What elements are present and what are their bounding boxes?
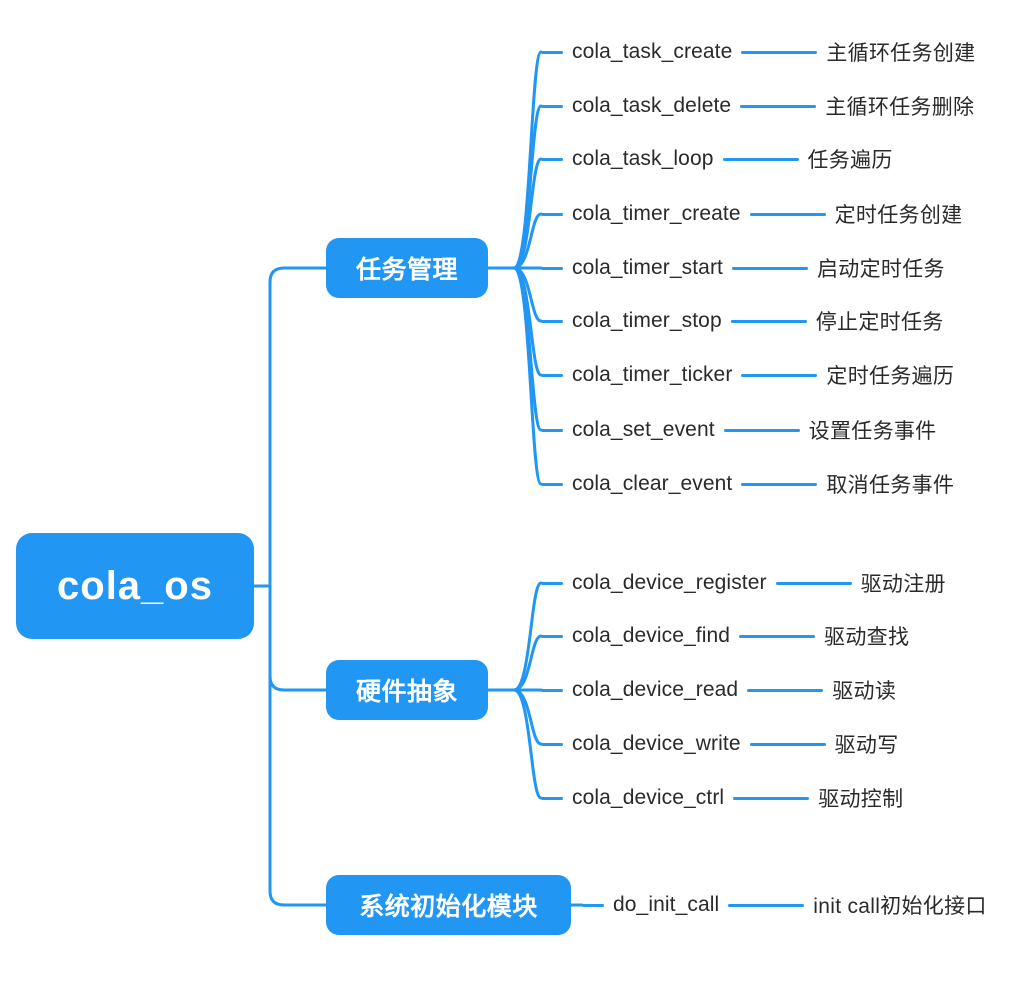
leaf-description-dash xyxy=(740,104,817,108)
leaf-connector-dash xyxy=(541,634,563,638)
leaf-api-label: cola_device_register xyxy=(572,571,767,594)
leaf-api-label: cola_device_write xyxy=(572,732,741,755)
leaf-description-label: 设置任务事件 xyxy=(808,420,937,443)
leaf-description-dash xyxy=(749,212,826,216)
leaf-row[interactable]: cola_task_loop 任务遍历 xyxy=(541,142,893,176)
leaf-description-label: 主循环任务删除 xyxy=(825,96,975,119)
branch-node-system-init-module[interactable]: 系统初始化模块 xyxy=(326,875,571,935)
leaf-connector-hardware-abstraction-1 xyxy=(512,634,543,692)
leaf-row[interactable]: cola_device_find 驱动查找 xyxy=(541,619,909,653)
leaf-description-dash xyxy=(747,688,824,692)
leaf-description-dash xyxy=(741,373,818,377)
leaf-api-label: cola_device_ctrl xyxy=(572,786,725,809)
branch-stem-task-management xyxy=(268,266,328,284)
leaf-description-label: 驱动查找 xyxy=(824,626,910,649)
leaf-api-label: cola_task_create xyxy=(572,40,733,63)
leaf-row[interactable]: cola_device_ctrl 驱动控制 xyxy=(541,781,903,815)
branch-node-label: 任务管理 xyxy=(355,256,458,284)
leaf-row[interactable]: cola_timer_create 定时任务创建 xyxy=(541,197,962,231)
leaf-api-label: cola_timer_create xyxy=(572,202,741,225)
branch-node-label: 硬件抽象 xyxy=(355,678,458,706)
leaf-description-dash xyxy=(749,742,826,746)
leaf-row[interactable]: cola_timer_start 启动定时任务 xyxy=(541,251,945,285)
leaf-api-label: cola_device_find xyxy=(572,624,731,647)
leaf-connector-task-management-6 xyxy=(512,266,543,377)
leaf-connector-dash xyxy=(541,428,563,432)
leaf-api-label: cola_timer_stop xyxy=(572,309,722,332)
leaf-connector-task-management-8 xyxy=(512,266,543,486)
leaf-description-label: 停止定时任务 xyxy=(815,311,944,334)
branch-stem-hardware-abstraction xyxy=(268,674,328,692)
leaf-description-dash xyxy=(728,903,805,907)
leaf-connector-task-management-5 xyxy=(512,266,543,323)
leaf-row[interactable]: cola_set_event 设置任务事件 xyxy=(541,413,936,447)
leaf-description-label: 定时任务创建 xyxy=(834,204,963,227)
branch-stem-system-init-module xyxy=(268,889,328,907)
leaf-description-dash xyxy=(722,157,799,161)
leaf-connector-hardware-abstraction-4 xyxy=(512,688,543,800)
leaf-description-dash xyxy=(733,796,810,800)
root-node-label: cola_os xyxy=(57,563,213,608)
leaf-description-dash xyxy=(739,634,816,638)
leaf-connector-dash xyxy=(541,157,563,161)
leaf-connector-dash xyxy=(541,104,563,108)
branch-node-hardware-abstraction[interactable]: 硬件抽象 xyxy=(326,660,488,720)
leaf-connector-dash xyxy=(541,796,563,800)
leaf-row[interactable]: cola_task_delete 主循环任务删除 xyxy=(541,89,974,123)
leaf-row[interactable]: cola_timer_stop 停止定时任务 xyxy=(541,304,944,338)
leaf-api-label: cola_set_event xyxy=(572,418,715,441)
leaf-description-label: 任务遍历 xyxy=(807,149,893,172)
leaf-connector-dash xyxy=(541,50,563,54)
leaf-connector-hardware-abstraction-0 xyxy=(512,581,543,692)
leaf-connector-dash xyxy=(541,373,563,377)
leaf-connector-hardware-abstraction-3 xyxy=(512,688,543,746)
leaf-description-dash xyxy=(730,319,807,323)
leaf-description-label: 驱动注册 xyxy=(860,573,946,596)
leaf-description-label: 驱动控制 xyxy=(818,788,904,811)
leaf-connector-task-management-2 xyxy=(512,157,543,270)
leaf-description-dash xyxy=(732,266,808,270)
leaf-connector-dash xyxy=(541,742,563,746)
leaf-description-dash xyxy=(741,50,818,54)
leaf-api-label: cola_task_loop xyxy=(572,147,714,170)
leaf-api-label: cola_timer_start xyxy=(572,256,723,279)
leaf-description-label: 驱动读 xyxy=(832,680,897,703)
leaf-row[interactable]: cola_device_read 驱动读 xyxy=(541,673,896,707)
leaf-row[interactable]: cola_clear_event 取消任务事件 xyxy=(541,467,954,501)
leaf-api-label: cola_task_delete xyxy=(572,94,732,117)
leaf-connector-dash xyxy=(541,688,563,692)
leaf-connector-task-management-0 xyxy=(512,50,543,270)
leaf-connector-dash xyxy=(541,319,563,323)
leaf-row[interactable]: cola_device_write 驱动写 xyxy=(541,727,899,761)
leaf-connector-dash xyxy=(541,266,563,270)
leaf-connector-dash xyxy=(541,212,563,216)
leaf-connector-task-management-3 xyxy=(512,212,543,270)
root-node-cola-os[interactable]: cola_os xyxy=(16,533,254,639)
leaf-row[interactable]: cola_timer_ticker 定时任务遍历 xyxy=(541,358,954,392)
leaf-description-label: init call初始化接口 xyxy=(813,895,987,918)
leaf-description-label: 主循环任务创建 xyxy=(826,42,976,65)
leaf-row[interactable]: cola_task_create 主循环任务创建 xyxy=(541,35,975,69)
leaf-description-label: 启动定时任务 xyxy=(817,258,945,281)
leaf-connector-dash xyxy=(541,581,563,585)
leaf-description-dash xyxy=(775,581,852,585)
leaf-api-label: do_init_call xyxy=(613,893,720,916)
leaf-description-dash xyxy=(741,482,818,486)
branch-node-label: 系统初始化模块 xyxy=(359,893,538,921)
branch-node-task-management[interactable]: 任务管理 xyxy=(326,238,488,298)
leaf-connector-dash xyxy=(541,482,563,486)
leaf-api-label: cola_device_read xyxy=(572,678,739,701)
leaf-connector-dash xyxy=(582,903,604,907)
leaf-row[interactable]: cola_device_register 驱动注册 xyxy=(541,566,946,600)
leaf-api-label: cola_timer_ticker xyxy=(572,363,733,386)
leaf-description-label: 驱动写 xyxy=(834,734,899,757)
leaf-connector-task-management-1 xyxy=(512,104,543,270)
leaf-connector-task-management-7 xyxy=(512,266,543,432)
leaf-description-dash xyxy=(723,428,800,432)
leaf-description-label: 取消任务事件 xyxy=(826,474,955,497)
leaf-api-label: cola_clear_event xyxy=(572,472,733,495)
leaf-row[interactable]: do_init_call init call初始化接口 xyxy=(582,888,987,922)
leaf-description-label: 定时任务遍历 xyxy=(826,365,955,388)
